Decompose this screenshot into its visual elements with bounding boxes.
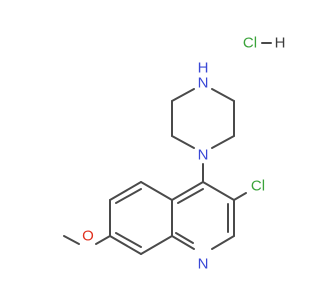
bond-o-ch3: [63, 235, 80, 245]
bond-cd-nh: [211, 88, 235, 102]
ring-nitrogen-label: N: [198, 256, 209, 273]
bond-cb-n: [171, 135, 195, 149]
salt-chlorine-label: Cl: [243, 35, 257, 52]
bond-c3-cl: [233, 192, 247, 201]
atom-labels: Cl H N H N Cl N O: [82, 35, 285, 273]
bond-c5-c6-inner: [115, 188, 142, 204]
bond-n1-c8a-inner: [175, 232, 194, 244]
bond-c5-c6: [109, 181, 142, 201]
salt-hydrogen-label: H: [275, 35, 286, 52]
bond-c7-c8: [109, 235, 142, 255]
ring-chlorine-label: Cl: [251, 178, 265, 195]
methoxy-oxygen-label: O: [82, 228, 94, 245]
bond-c4a-c4-inner: [177, 188, 204, 204]
bond-nh-ca: [171, 88, 195, 102]
piperazine-n-label: N: [198, 147, 209, 164]
piperazine-nh-label: N: [198, 75, 209, 92]
piperazine-h-label: H: [198, 60, 209, 77]
molecule-diagram: Cl H N H N Cl N O: [63, 35, 285, 273]
bonds: [63, 42, 272, 255]
bond-c4a-c4: [171, 181, 204, 201]
bond-n-cc: [211, 135, 235, 149]
bond-c4-c3: [202, 181, 235, 201]
bond-c8-c8a: [140, 235, 173, 255]
structure-svg: Cl H N H N Cl N O: [63, 35, 285, 273]
bond-c2-n1: [211, 235, 235, 250]
bond-c7-c8-inner: [115, 232, 142, 248]
bond-n1-c8a: [171, 235, 195, 250]
bond-c4a-c5: [140, 181, 173, 201]
bond-c7-o: [95, 235, 111, 245]
